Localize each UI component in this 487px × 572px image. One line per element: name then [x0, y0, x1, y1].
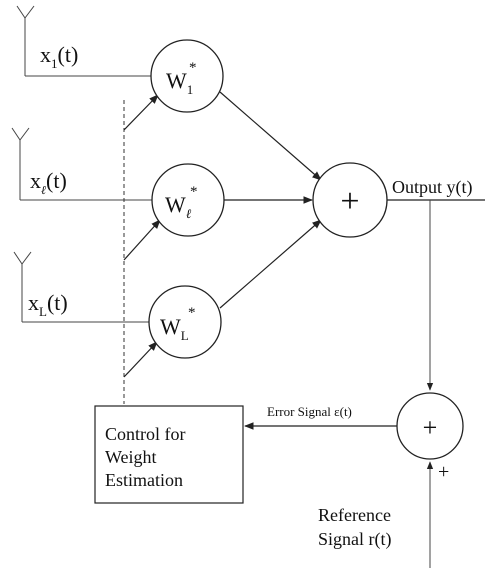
- error-summer-node: +: [396, 392, 464, 460]
- error-signal-label: Error Signal ε(t): [267, 404, 352, 419]
- weight-node-1: W1 *: [150, 39, 224, 113]
- weight-node-l: Wℓ *: [151, 163, 225, 237]
- input-label-L: xL(t): [28, 290, 68, 319]
- plus-sign: +: [438, 461, 449, 483]
- svg-text:*: *: [189, 60, 197, 76]
- control-arrow-wl: [123, 219, 161, 261]
- svg-text:Wℓ: Wℓ: [165, 192, 192, 221]
- antenna-1-icon: [16, 5, 35, 76]
- arrow-w1-to-sum: [219, 91, 322, 181]
- weight-node-L: WL *: [148, 285, 222, 359]
- svg-text:WL: WL: [160, 314, 189, 343]
- antenna-l-icon: [11, 127, 30, 200]
- input-label-l: xℓ(t): [30, 168, 67, 197]
- output-label: Output y(t): [392, 177, 473, 198]
- control-arrow-w1: [123, 94, 159, 131]
- svg-text:+: +: [340, 183, 359, 220]
- control-arrow-wL: [123, 341, 158, 378]
- input-label-1: x1(t): [40, 42, 78, 71]
- svg-text:*: *: [190, 184, 198, 200]
- control-box: Control for Weight Estimation: [94, 405, 244, 504]
- svg-text:W1: W1: [166, 68, 193, 97]
- svg-text:*: *: [188, 305, 196, 321]
- arrow-wL-to-sum: [219, 219, 322, 309]
- reference-label: Reference Signal r(t): [318, 505, 395, 550]
- svg-text:+: +: [423, 413, 438, 442]
- svg-text:Control for Weight: Control for Weight Estimation: [105, 424, 190, 490]
- antenna-L-icon: [13, 251, 32, 322]
- summer-node: +: [312, 162, 388, 238]
